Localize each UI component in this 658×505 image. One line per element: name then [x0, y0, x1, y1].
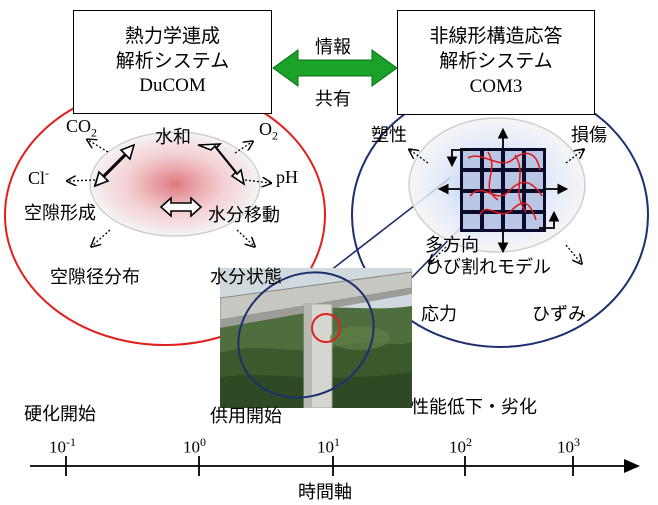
- share-label: 共有: [315, 89, 351, 109]
- o2-label: O2: [259, 119, 278, 143]
- com3-title-line1: 非線形構造応答: [429, 26, 563, 48]
- pore-formation-label: 空隙形成: [24, 203, 96, 223]
- strain-label: ひずみ: [532, 304, 586, 324]
- time-axis-ticks: [65, 456, 574, 476]
- left-inner-ellipse: [89, 131, 261, 237]
- degradation-label: 性能低下・劣化: [411, 397, 537, 417]
- com3-title-line3: COM3: [469, 75, 523, 97]
- ducom-system-box: 熱力学連成 解析システム DuCOM: [73, 10, 272, 114]
- left-double-arrows: [93, 143, 246, 218]
- crack-lines: [467, 151, 543, 221]
- plasticity-label: 塑性: [371, 125, 407, 145]
- tick-label-4: 102: [449, 435, 472, 457]
- tick-label-2: 100: [183, 435, 206, 457]
- info-label: 情報: [315, 37, 351, 57]
- com3-system-box: 非線形構造応答 解析システム COM3: [397, 10, 595, 115]
- crack-grid: [437, 127, 569, 254]
- hydration-label: 水和: [155, 127, 191, 147]
- pore-distribution-label: 空隙径分布: [50, 267, 140, 287]
- com3-title-line2: 解析システム: [439, 51, 553, 73]
- bridge-photo: [220, 268, 412, 408]
- tick-label-5: 103: [557, 435, 580, 457]
- right-dotted-arrows: [410, 150, 583, 263]
- time-axis-arrowhead: [624, 459, 640, 473]
- left-dotted-arrows: [68, 140, 270, 246]
- crack-model-label-line2: ひび割れモデル: [425, 257, 551, 277]
- tick-label-1: 10-1: [49, 435, 76, 457]
- ducom-title-line2: 解析システム: [115, 50, 230, 72]
- ducom-title-line3: DuCOM: [139, 75, 206, 97]
- moisture-transfer-label: 水分移動: [208, 205, 280, 225]
- tick-label-3: 101: [317, 435, 340, 457]
- moisture-state-label: 水分状態: [210, 267, 282, 287]
- hardening-start-label: 硬化開始: [24, 404, 96, 424]
- damage-label: 損傷: [571, 125, 607, 145]
- time-axis-label: 時間軸: [298, 482, 352, 502]
- ph-label: pH: [276, 167, 298, 187]
- ducom-title-line1: 熱力学連成: [124, 25, 220, 47]
- co2-label: CO2: [66, 116, 98, 140]
- cl-label: Cl-: [28, 166, 50, 188]
- stress-label: 応力: [421, 304, 457, 324]
- crack-model-label-line1: 多方向: [425, 235, 479, 255]
- service-start-label: 供用開始: [210, 406, 282, 426]
